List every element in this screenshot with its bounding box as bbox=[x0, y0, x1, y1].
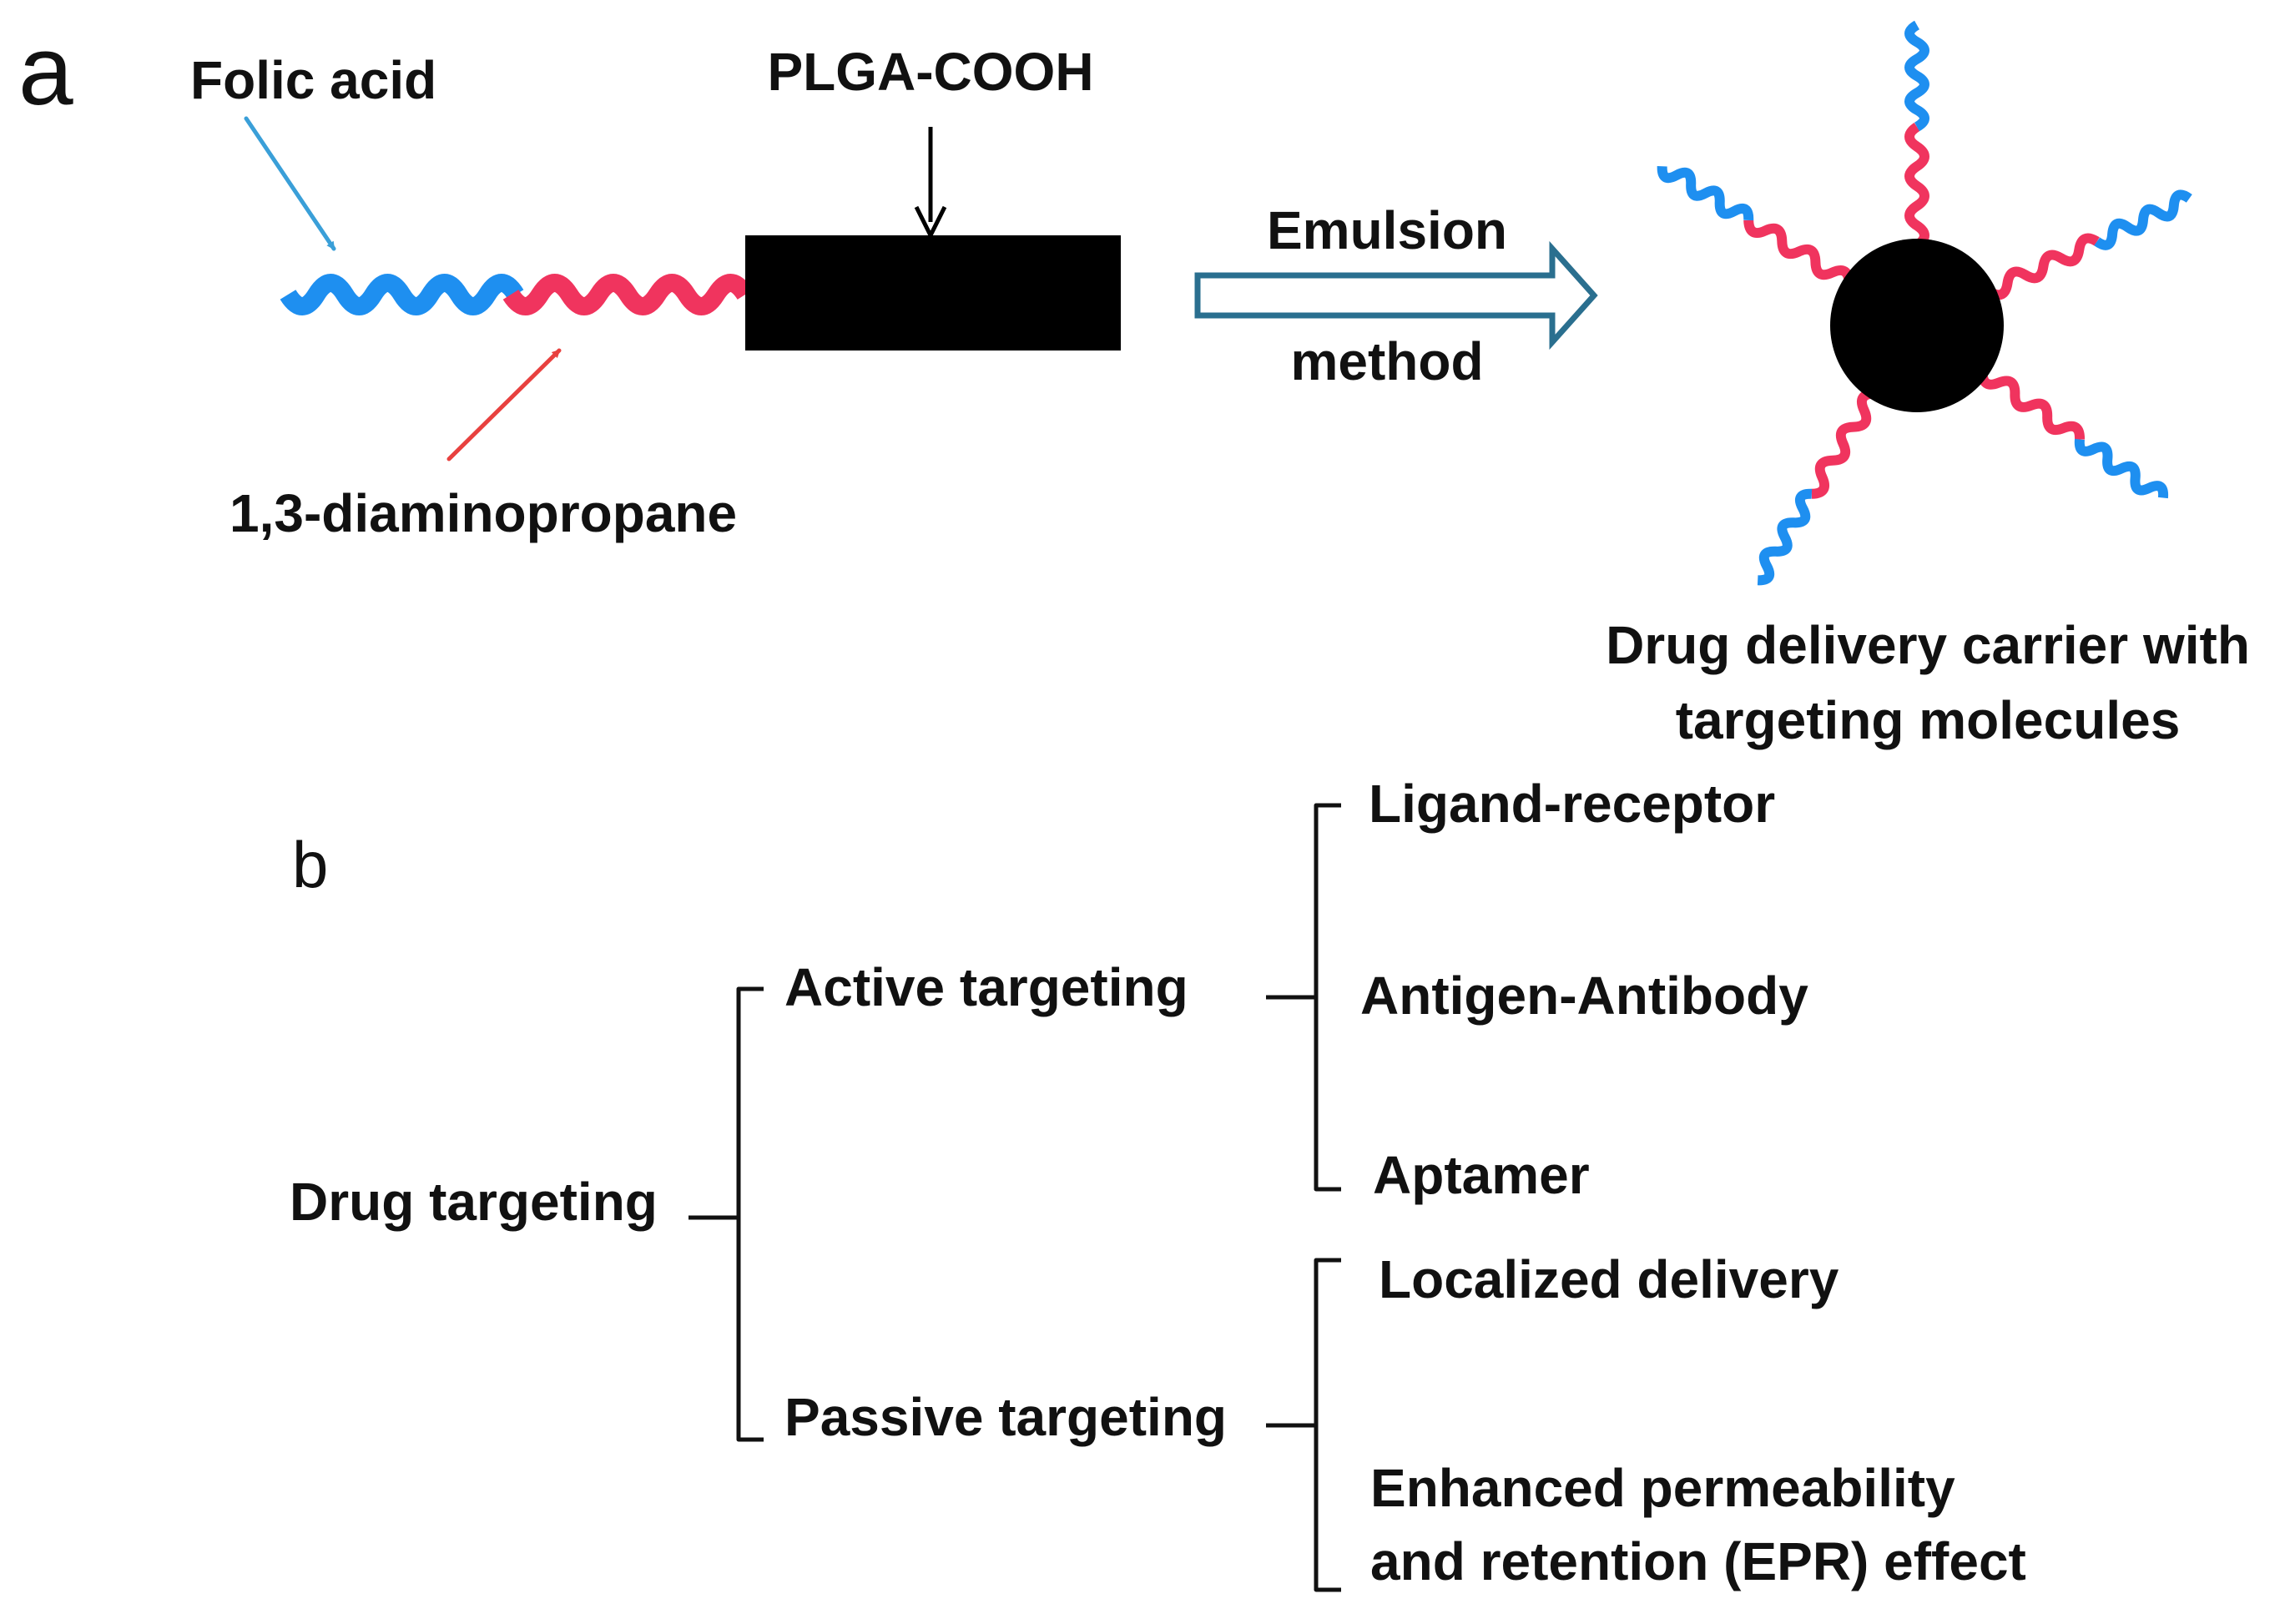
plga-pointer-arrow bbox=[914, 127, 947, 240]
folic-acid-wave bbox=[280, 274, 524, 315]
diaminopropane-wave bbox=[502, 274, 754, 315]
nanoparticle-core bbox=[1830, 239, 2004, 412]
diaminopropane-label: 1,3-diaminopropane bbox=[230, 483, 737, 543]
panel-a: a Folic acid PLGA-COOH 1,3-diaminopropan… bbox=[18, 16, 2250, 750]
folic-acid-segment bbox=[2094, 189, 2192, 250]
active-bracket bbox=[1266, 803, 1341, 1192]
epr-effect-label-line-1: Enhanced permeability bbox=[1370, 1458, 1955, 1518]
folic-acid-segment bbox=[1657, 165, 1754, 221]
ligand-arm-upper-left bbox=[1657, 165, 1854, 284]
diaminopropane-segment bbox=[1977, 371, 2085, 440]
active-targeting-label: Active targeting bbox=[784, 957, 1188, 1017]
ligand-arm-top bbox=[1904, 20, 1929, 250]
targeting-ligands bbox=[1657, 20, 2192, 586]
ligand-arm-lower-left bbox=[1757, 388, 1875, 586]
hollow-right-arrow-icon bbox=[1194, 240, 1598, 351]
plga-block bbox=[745, 235, 1121, 351]
antigen-antibody-label: Antigen-Antibody bbox=[1360, 966, 1808, 1026]
diaminopropane-segment bbox=[1811, 388, 1875, 499]
emulsion-label: Emulsion bbox=[1267, 200, 1507, 260]
plga-cooh-label: PLGA-COOH bbox=[767, 42, 1093, 102]
passive-targeting-label: Passive targeting bbox=[784, 1387, 1227, 1447]
ligand-arm-lower-right bbox=[1977, 371, 2169, 499]
diaminopropane-segment bbox=[1743, 219, 1854, 284]
panel-b: b Drug targeting Active targeting Passiv… bbox=[290, 774, 2026, 1592]
diaminopropane-pointer-arrow bbox=[446, 348, 562, 461]
ligand-arm-upper-right bbox=[1986, 189, 2192, 300]
carrier-caption-line-1: Drug delivery carrier with bbox=[1606, 615, 2250, 675]
folic-acid-segment bbox=[1757, 488, 1813, 586]
diaminopropane-segment bbox=[1904, 122, 1929, 250]
carrier-caption-line-2: targeting molecules bbox=[1676, 690, 2181, 750]
localized-delivery-label: Localized delivery bbox=[1379, 1249, 1839, 1309]
folic-acid-label: Folic acid bbox=[190, 50, 436, 110]
panel-b-letter: b bbox=[292, 828, 328, 901]
passive-bracket bbox=[1266, 1258, 1341, 1592]
folic-acid-segment bbox=[1904, 20, 1929, 132]
method-label: method bbox=[1290, 331, 1483, 391]
diaminopropane-segment bbox=[1986, 233, 2100, 300]
folic-acid-segment bbox=[2074, 438, 2169, 499]
epr-effect-label-line-2: and retention (EPR) effect bbox=[1370, 1531, 2026, 1591]
ligand-receptor-label: Ligand-receptor bbox=[1369, 774, 1775, 834]
aptamer-label: Aptamer bbox=[1373, 1145, 1590, 1205]
tree-root-label: Drug targeting bbox=[290, 1172, 658, 1232]
panel-a-letter: a bbox=[18, 16, 73, 126]
root-bracket bbox=[688, 986, 764, 1442]
folic-acid-pointer-arrow bbox=[244, 116, 336, 251]
